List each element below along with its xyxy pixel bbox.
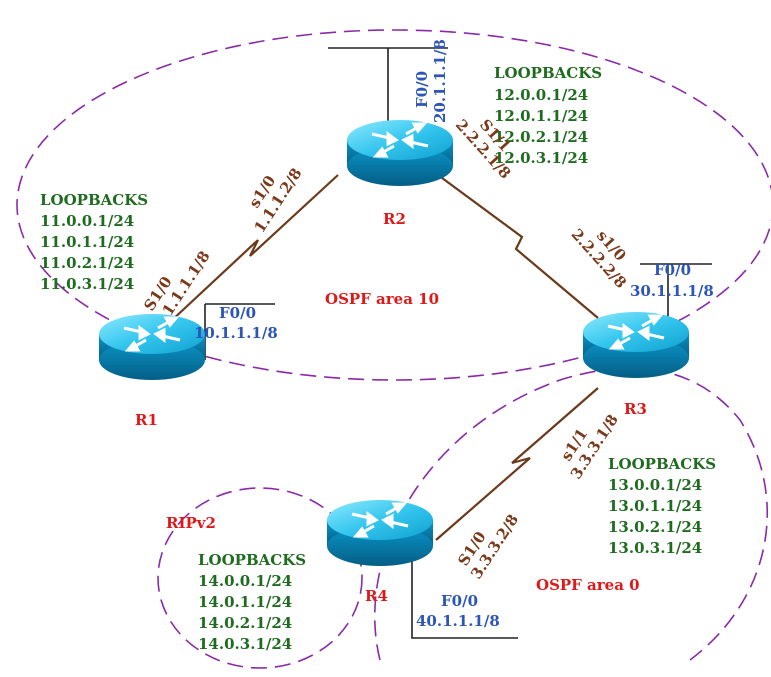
r1-loopbacks: LOOPBACKS 11.0.0.1/24 11.0.1.1/24 11.0.2…: [40, 191, 148, 293]
loopback-address: 14.0.1.1/24: [198, 593, 292, 611]
loopback-address: 14.0.2.1/24: [198, 614, 292, 632]
r2-f00-label: F0/0 20.1.1.1/8: [413, 39, 449, 123]
r1-s10-label: S1/0 1.1.1.1/8: [140, 248, 213, 319]
loopback-address: 11.0.0.1/24: [40, 212, 134, 230]
interface-name: F0/0: [413, 71, 431, 108]
loopback-address: 11.0.3.1/24: [40, 275, 134, 293]
ripv2-label: RIPv2: [166, 514, 216, 532]
router-r3-name: R3: [624, 400, 647, 418]
r4-loopbacks: LOOPBACKS 14.0.0.1/24 14.0.1.1/24 14.0.2…: [198, 551, 306, 653]
loopbacks-title: LOOPBACKS: [198, 551, 306, 569]
interface-ip: 40.1.1.1/8: [416, 612, 500, 630]
loopback-address: 11.0.1.1/24: [40, 233, 134, 251]
loopbacks-title: LOOPBACKS: [608, 455, 716, 473]
r2-s10-label: s1/0 1.1.1.2/8: [245, 165, 305, 236]
r3-r4-serial-link: [435, 387, 599, 541]
router-icon: [99, 314, 205, 380]
loopback-address: 11.0.2.1/24: [40, 254, 134, 272]
ospf-area-0-label: OSPF area 0: [536, 576, 640, 594]
loopback-address: 14.0.0.1/24: [198, 572, 292, 590]
interface-ip: 30.1.1.1/8: [630, 282, 714, 300]
loopback-address: 12.0.1.1/24: [494, 107, 588, 125]
loopbacks-title: LOOPBACKS: [494, 64, 602, 82]
r3-ethernet-stub: [640, 263, 712, 322]
interface-name: F0/0: [654, 261, 691, 279]
r1-f00-label: F0/0 10.1.1.1/8: [194, 304, 278, 342]
interface-ip: 20.1.1.1/8: [431, 39, 449, 123]
r4-f00-label: F0/0 40.1.1.1/8: [416, 592, 500, 630]
router-r2[interactable]: [347, 120, 453, 186]
ripv2-boundary: [157, 487, 363, 669]
ethernet-links: [204, 47, 712, 639]
r2-ethernet-stub: [328, 47, 448, 128]
loopback-address: 13.0.1.1/24: [608, 497, 702, 515]
r2-r3-serial-link: [437, 174, 599, 319]
interface-name: F0/0: [441, 592, 478, 610]
r1-r2-serial-link: [169, 174, 339, 323]
router-r2-name: R2: [383, 210, 406, 228]
router-r1-name: R1: [135, 411, 158, 429]
serial-links: [169, 174, 599, 541]
router-icon: [327, 500, 433, 566]
interface-name: F0/0: [219, 304, 256, 322]
loopback-address: 13.0.3.1/24: [608, 539, 702, 557]
loopback-address: 12.0.2.1/24: [494, 128, 588, 146]
ospf-area-10-boundary: [16, 29, 771, 381]
ospf-area-10-label: OSPF area 10: [325, 290, 439, 308]
r3-loopbacks: LOOPBACKS 13.0.0.1/24 13.0.1.1/24 13.0.2…: [608, 455, 716, 557]
loopback-address: 14.0.3.1/24: [198, 635, 292, 653]
r4-s10-label: S1/0 3.3.3.2/8: [454, 511, 522, 582]
loopback-address: 12.0.0.1/24: [494, 86, 588, 104]
router-r3[interactable]: [583, 312, 689, 378]
router-icon: [583, 312, 689, 378]
loopbacks-title: LOOPBACKS: [40, 191, 148, 209]
r3-s10-label: s1/0 2.2.2.2/8: [568, 225, 630, 292]
r3-f00-label: F0/0 30.1.1.1/8: [630, 261, 714, 300]
loopback-address: 13.0.0.1/24: [608, 476, 702, 494]
router-r4-name: R4: [365, 587, 388, 605]
interface-ip: 10.1.1.1/8: [194, 324, 278, 342]
loopback-address: 13.0.2.1/24: [608, 518, 702, 536]
r4-ethernet-stub: [411, 548, 518, 639]
router-r1[interactable]: [99, 314, 205, 380]
loopback-address: 12.0.3.1/24: [494, 149, 588, 167]
r2-loopbacks: LOOPBACKS 12.0.0.1/24 12.0.1.1/24 12.0.2…: [494, 64, 602, 167]
router-r4[interactable]: [327, 500, 433, 566]
router-icon: [347, 120, 453, 186]
